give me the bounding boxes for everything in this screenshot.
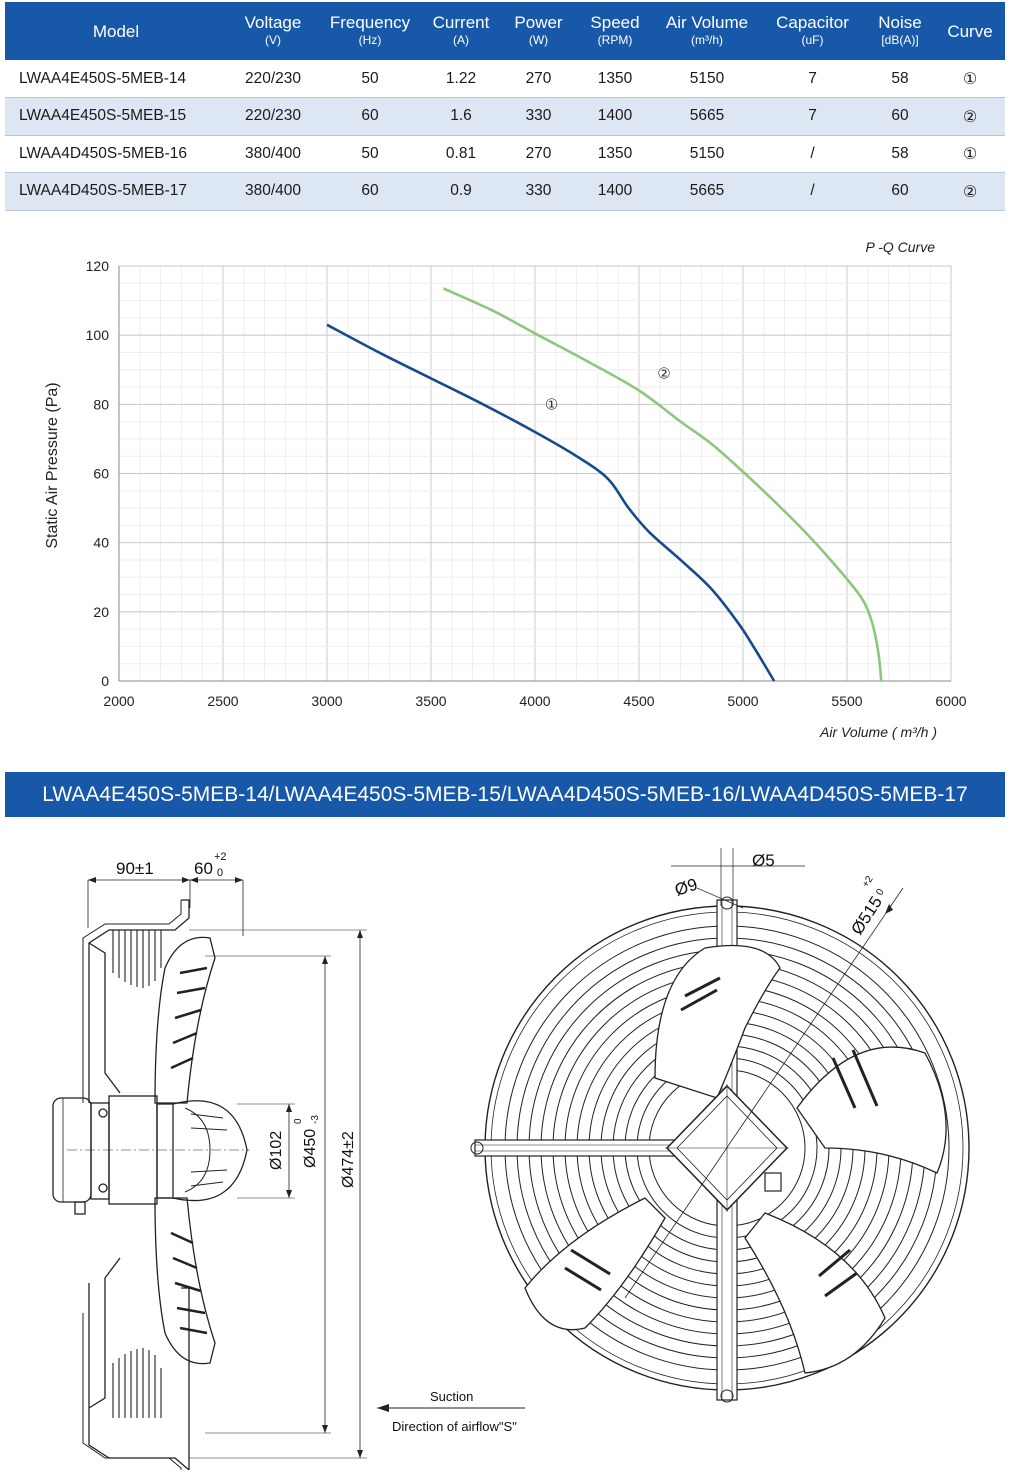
series-label-1: ①: [545, 397, 558, 414]
cell-air-volume: 5665: [689, 182, 725, 200]
cell-model: LWAA4E450S-5MEB-14: [19, 69, 187, 87]
series-line-1: [326, 323, 776, 682]
chart-title: P -Q Curve: [866, 239, 936, 255]
cell-voltage: 220/230: [244, 107, 302, 125]
x-tick-label: 5500: [831, 693, 862, 709]
cell-capacitor: /: [810, 144, 815, 162]
cell-power: 270: [525, 144, 552, 162]
y-tick-label: 60: [93, 466, 109, 482]
header-voltage: Voltage(V): [244, 12, 302, 47]
x-tick-label: 4500: [623, 693, 654, 709]
cell-power: 270: [525, 69, 552, 87]
cell-curve: ②: [962, 106, 978, 126]
y-tick-label: 20: [93, 604, 109, 620]
cell-noise: 58: [891, 69, 909, 87]
cell-curve: ①: [962, 144, 978, 164]
cell-voltage: 220/230: [244, 69, 302, 87]
cell-air-volume: 5665: [689, 107, 725, 125]
y-tick-label: 80: [93, 396, 109, 412]
x-tick-label: 2500: [207, 693, 238, 709]
cell-current: 0.81: [445, 144, 477, 162]
cell-voltage: 380/400: [244, 144, 302, 162]
cell-frequency: 50: [361, 144, 379, 162]
cell-capacitor: 7: [808, 107, 817, 125]
cell-speed: 1400: [597, 182, 633, 200]
cell-current: 0.9: [450, 182, 472, 200]
technical-drawing: 90±1 60 +2 0 Ø102 Ø450 0 -3 Ø474±2 Sucti…: [5, 818, 1005, 1470]
x-tick-label: 2000: [103, 693, 134, 709]
x-axis-label: Air Volume ( m³/h ): [819, 724, 937, 740]
pq-chart-svg: 2000 2500 3000 3500 4000 4500 5000 5500 6000 0 20 4…: [44, 239, 967, 740]
cell-curve: ②: [962, 181, 978, 201]
dim-d515-tol-lower: 0: [874, 887, 886, 898]
cell-air-volume: 5150: [689, 69, 725, 87]
cell-power: 330: [525, 182, 552, 200]
dim-d450-tol-lower: -3: [310, 1115, 321, 1124]
header-air-volume: Air Volume(m³/h): [665, 12, 749, 47]
header-curve: Curve: [947, 21, 993, 41]
dim-60-tol-lower: 0: [217, 867, 223, 879]
pq-chart: 2000 2500 3000 3500 4000 4500 5000 5500 6000 0 20 4…: [5, 212, 1005, 768]
cell-model: LWAA4D450S-5MEB-17: [19, 182, 187, 200]
series-label-2: ②: [657, 365, 670, 382]
cell-current: 1.22: [445, 69, 477, 87]
cell-model: LWAA4D450S-5MEB-16: [19, 144, 187, 162]
header-current: Current(A): [432, 12, 490, 47]
table-row: LWAA4D450S-5MEB-17 380/400 60 0.9 330 14…: [5, 172, 1005, 210]
cell-frequency: 50: [361, 69, 379, 87]
dim-d450-label: Ø450: [302, 1129, 319, 1168]
cell-speed: 1400: [597, 107, 633, 125]
cell-air-volume: 5150: [689, 144, 725, 162]
y-tick-label: 40: [93, 535, 109, 551]
cell-noise: 60: [891, 107, 909, 125]
table-row: LWAA4D450S-5MEB-16 380/400 50 0.81 270 1…: [5, 135, 1005, 173]
suction-label: Suction: [430, 1389, 473, 1404]
x-tick-label: 5000: [727, 693, 758, 709]
cell-noise: 58: [891, 144, 909, 162]
header-model: Model: [92, 21, 140, 41]
x-tick-label: 3500: [415, 693, 446, 709]
cell-speed: 1350: [597, 144, 633, 162]
cell-frequency: 60: [361, 182, 379, 200]
fan-side-view: [52, 877, 525, 1470]
cell-voltage: 380/400: [244, 182, 302, 200]
dim-60-label: 60: [194, 859, 213, 878]
dim-d5-label: Ø5: [752, 851, 775, 870]
x-tick-label: 3000: [311, 693, 342, 709]
dim-d474-label: Ø474±2: [340, 1131, 357, 1188]
series-line-2: [442, 287, 883, 682]
x-tick-label: 4000: [519, 693, 550, 709]
airflow-direction-label: Direction of airflow"S": [392, 1419, 517, 1434]
fan-front-view: [470, 848, 970, 1403]
dim-d515-tol-upper: +2: [860, 874, 876, 890]
y-tick-label: 0: [101, 673, 109, 689]
cell-noise: 60: [891, 182, 909, 200]
y-axis-label: Static Air Pressure (Pa): [44, 382, 61, 548]
dim-d102-label: Ø102: [268, 1131, 285, 1170]
header-speed: Speed(RPM): [590, 12, 640, 47]
cell-frequency: 60: [361, 107, 379, 125]
dim-60-tol-upper: +2: [214, 851, 227, 863]
spec-table: Model Voltage(V) Frequency(Hz) Current(A…: [5, 2, 1005, 211]
header-frequency: Frequency(Hz): [329, 12, 411, 47]
header-power: Power(W): [514, 12, 563, 47]
table-header-row: Model Voltage(V) Frequency(Hz) Current(A…: [5, 2, 1005, 60]
cell-capacitor: /: [810, 182, 815, 200]
cell-current: 1.6: [450, 107, 472, 125]
x-tick-label: 6000: [935, 693, 966, 709]
y-tick-label: 120: [86, 258, 110, 274]
dim-d450-tol-upper: 0: [293, 1118, 304, 1124]
table-row: LWAA4E450S-5MEB-15 220/230 60 1.6 330 14…: [5, 97, 1005, 135]
cell-speed: 1350: [597, 69, 633, 87]
cell-power: 330: [525, 107, 552, 125]
dim-90-label: 90±1: [116, 859, 154, 878]
cell-model: LWAA4E450S-5MEB-15: [19, 107, 187, 125]
y-tick-label: 100: [86, 327, 110, 343]
header-noise: Noise[dB(A)]: [878, 12, 922, 47]
header-capacitor: Capacitor(uF): [776, 12, 849, 47]
model-banner: LWAA4E450S-5MEB-14/LWAA4E450S-5MEB-15/LW…: [5, 772, 1005, 817]
cell-capacitor: 7: [808, 69, 817, 87]
cell-curve: ①: [962, 69, 978, 88]
table-row: LWAA4E450S-5MEB-14 220/230 50 1.22 270 1…: [5, 60, 1005, 98]
